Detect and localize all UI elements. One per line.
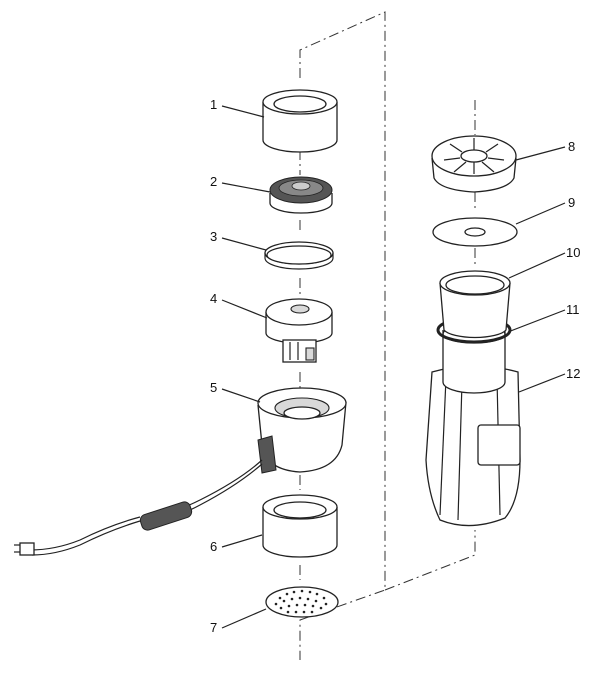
callout-10: 10 xyxy=(566,245,580,260)
callout-9: 9 xyxy=(568,195,575,210)
part-4-motor xyxy=(265,298,333,363)
callout-11: 11 xyxy=(566,302,580,317)
callout-7: 7 xyxy=(210,620,217,635)
part-3-gasket-ring xyxy=(264,241,334,270)
part-9-flat-disc xyxy=(432,217,518,247)
callout-leader-lines xyxy=(221,105,566,629)
part-10-filter-sleeve xyxy=(439,270,511,339)
part-2-grille-disc xyxy=(269,176,333,214)
power-cord xyxy=(14,459,263,556)
part-1-foam-ring xyxy=(262,89,338,153)
part-8-top-cap xyxy=(431,135,517,193)
callout-3: 3 xyxy=(210,229,217,244)
assembly-axis-lines xyxy=(299,11,476,660)
part-6-foam-ring xyxy=(262,494,338,558)
callout-6: 6 xyxy=(210,539,217,554)
part-11-inner-canister xyxy=(436,316,512,394)
part-7-perforated-disc xyxy=(265,586,339,618)
callout-1: 1 xyxy=(210,97,217,112)
callout-12: 12 xyxy=(566,366,580,381)
callout-5: 5 xyxy=(210,380,217,395)
callout-labels: 1 2 3 4 5 6 7 8 9 10 11 12 xyxy=(210,97,580,635)
callout-2: 2 xyxy=(210,174,217,189)
part-5-motor-housing xyxy=(257,387,347,474)
part-12-outer-housing xyxy=(425,365,521,527)
callout-8: 8 xyxy=(568,139,575,154)
callout-4: 4 xyxy=(210,291,217,306)
